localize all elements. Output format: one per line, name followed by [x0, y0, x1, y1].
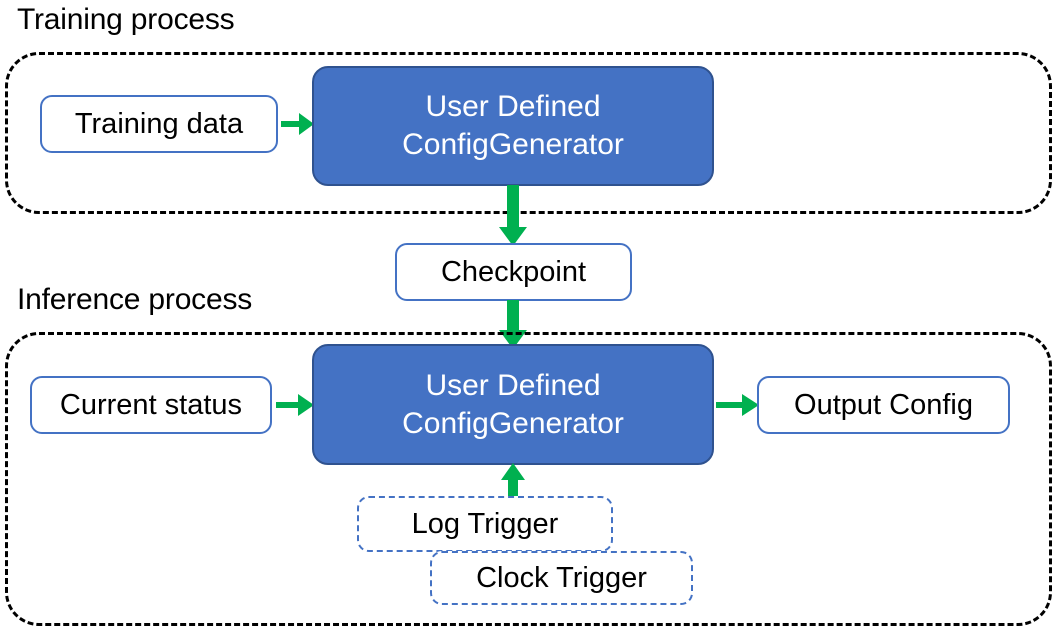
node-clock-trigger[interactable]: Clock Trigger — [430, 551, 693, 605]
node-checkpoint[interactable]: Checkpoint — [395, 243, 632, 301]
inference-process-group — [5, 332, 1052, 626]
node-inference-config-generator-line2: ConfigGenerator — [402, 406, 624, 440]
node-training-config-generator[interactable]: User Defined ConfigGenerator — [312, 66, 714, 186]
node-output-config[interactable]: Output Config — [757, 376, 1010, 434]
training-process-group — [5, 52, 1052, 214]
node-training-config-generator-line1: User Defined — [425, 90, 601, 123]
node-clock-trigger-label: Clock Trigger — [476, 561, 647, 594]
node-log-trigger[interactable]: Log Trigger — [357, 496, 613, 552]
node-inference-config-generator[interactable]: User Defined ConfigGenerator — [312, 344, 714, 465]
training-process-title: Training process — [17, 3, 235, 36]
node-inference-config-generator-line1: User Defined — [425, 368, 601, 402]
node-checkpoint-label: Checkpoint — [440, 255, 587, 288]
node-training-data[interactable]: Training data — [40, 95, 278, 153]
node-training-data-label: Training data — [74, 107, 244, 140]
inference-process-title: Inference process — [17, 283, 253, 316]
node-current-status[interactable]: Current status — [30, 376, 272, 434]
node-log-trigger-label: Log Trigger — [411, 507, 559, 540]
node-training-config-generator-line2: ConfigGenerator — [402, 128, 624, 161]
node-output-config-label: Output Config — [794, 388, 973, 421]
node-current-status-label: Current status — [59, 388, 243, 421]
